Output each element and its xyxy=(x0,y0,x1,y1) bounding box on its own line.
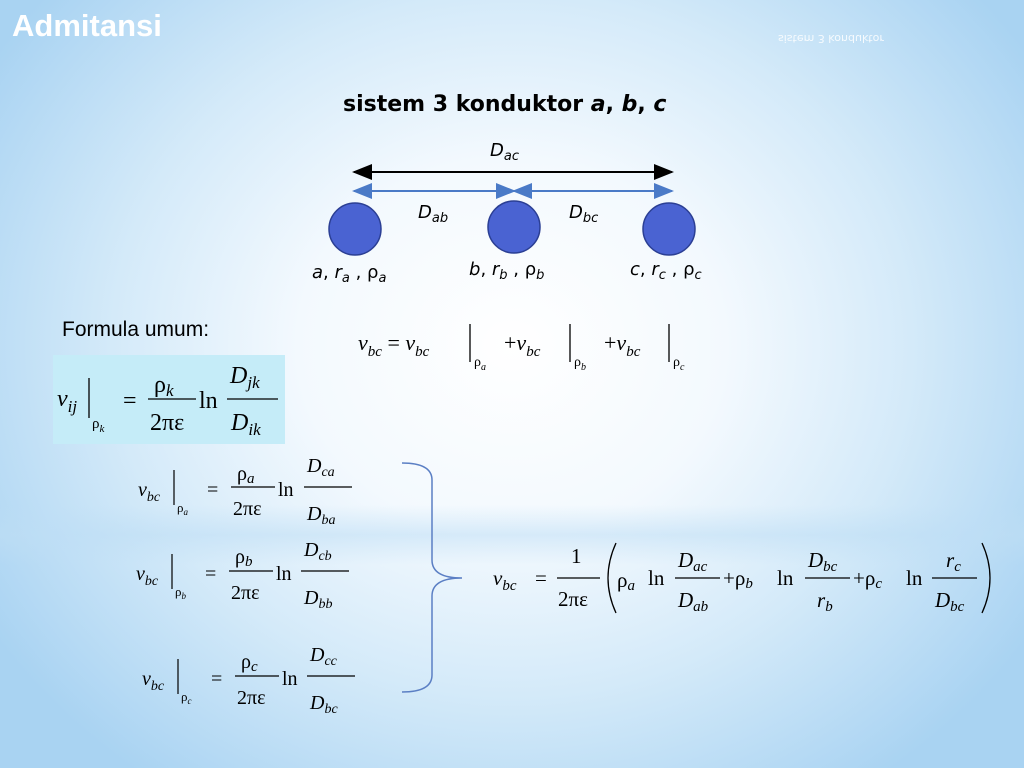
svg-text:vij: vij xyxy=(57,386,77,416)
svg-text:=: = xyxy=(123,388,137,414)
svg-text:=: = xyxy=(211,668,222,690)
svg-text:2πε: 2πε xyxy=(237,687,266,709)
superposition-formula: vbc = vbc ρa +vbc ρb +vbc ρc xyxy=(358,324,685,373)
conductor-b xyxy=(487,200,541,254)
svg-text:Dbc: Dbc xyxy=(807,548,838,575)
svg-text:ρc: ρc xyxy=(241,651,258,675)
svg-text:ρb: ρb xyxy=(175,584,187,601)
svg-text:ln: ln xyxy=(199,388,218,414)
svg-text:vbc: vbc xyxy=(138,479,161,505)
svg-text:vbc: vbc xyxy=(493,566,517,594)
svg-text:+vbc: +vbc xyxy=(504,330,541,360)
svg-text:ρk: ρk xyxy=(92,416,106,435)
label-dbc: Dbc xyxy=(569,202,599,226)
svg-text:+ρc: +ρc xyxy=(853,566,882,592)
svg-text:Dba: Dba xyxy=(306,503,335,528)
heading: sistem 3 konduktor a, b, c xyxy=(343,92,667,117)
svg-text:ρc: ρc xyxy=(181,689,192,706)
svg-text:1: 1 xyxy=(571,544,582,568)
svg-text:+ρb: +ρb xyxy=(723,566,753,592)
svg-text:Djk: Djk xyxy=(229,363,260,392)
heading-var-c: c xyxy=(653,92,667,117)
svg-text:2πε: 2πε xyxy=(558,587,588,611)
svg-text:ln: ln xyxy=(648,566,665,590)
svg-text:ρb: ρb xyxy=(574,355,586,373)
conductor-c xyxy=(642,202,696,256)
general-formula: vij ρk = ρk 2πε ln Djk Dik xyxy=(57,363,278,439)
svg-text:2πε: 2πε xyxy=(150,410,184,436)
svg-text:2πε: 2πε xyxy=(233,498,262,520)
svg-text:=: = xyxy=(535,566,547,590)
label-dac: Dac xyxy=(490,140,519,164)
svg-text:Dcb: Dcb xyxy=(303,539,332,564)
svg-text:ln: ln xyxy=(276,563,292,585)
svg-text:Dac: Dac xyxy=(677,548,708,575)
svg-text:ln: ln xyxy=(278,479,294,501)
svg-text:ρc: ρc xyxy=(673,355,685,373)
svg-text:vbc = vbc: vbc = vbc xyxy=(358,330,430,360)
svg-text:Dca: Dca xyxy=(306,455,335,480)
svg-text:=: = xyxy=(205,563,216,585)
svg-text:=: = xyxy=(207,479,218,501)
svg-text:ρa: ρa xyxy=(177,500,189,517)
svg-text:Dbc: Dbc xyxy=(309,692,338,717)
svg-text:rc: rc xyxy=(946,548,961,575)
slide-title: Admitansi xyxy=(12,8,162,43)
conductor-a xyxy=(328,202,382,256)
svg-text:Dbc: Dbc xyxy=(934,588,965,615)
svg-text:Dcc: Dcc xyxy=(309,644,338,669)
heading-text: sistem 3 konduktor xyxy=(343,92,584,117)
equation-rho-b: vbc ρb = ρb 2πε ln Dcb Dbb xyxy=(136,539,349,612)
heading-var-a: a xyxy=(590,92,606,117)
label-conductor-a: a, ra , ρa xyxy=(312,262,387,286)
summation-brace xyxy=(401,462,463,693)
svg-text:ρa: ρa xyxy=(617,568,635,594)
svg-text:ln: ln xyxy=(777,566,794,590)
label-dab: Dab xyxy=(418,202,449,226)
equation-rho-a: vbc ρa = ρa 2πε ln Dca Dba xyxy=(138,455,352,528)
svg-text:2πε: 2πε xyxy=(231,582,260,604)
svg-text:Dbb: Dbb xyxy=(303,587,332,612)
formula-label: Formula umum: xyxy=(62,318,210,341)
result-formula: vbc = 1 2πε ρa ln Dac Dab +ρb ln Dbc rb … xyxy=(493,542,991,615)
equation-rho-c: vbc ρc = ρc 2πε ln Dcc Dbc xyxy=(142,644,355,717)
svg-text:vbc: vbc xyxy=(142,668,165,694)
svg-text:ln: ln xyxy=(906,566,923,590)
svg-text:+vbc: +vbc xyxy=(604,330,641,360)
svg-text:Dab: Dab xyxy=(677,588,709,615)
svg-text:Dik: Dik xyxy=(230,410,261,439)
svg-text:ρb: ρb xyxy=(235,546,253,570)
svg-text:vbc: vbc xyxy=(136,563,159,589)
svg-text:ln: ln xyxy=(282,668,298,690)
background-band xyxy=(0,505,1024,565)
conductor-diagram xyxy=(328,164,696,256)
label-conductor-c: c, rc , ρc xyxy=(630,259,702,283)
label-conductor-b: b, rb , ρb xyxy=(469,259,545,283)
svg-text:ρa: ρa xyxy=(474,355,486,373)
heading-var-b: b xyxy=(621,92,638,117)
svg-text:ρa: ρa xyxy=(237,463,254,487)
svg-text:ρk: ρk xyxy=(154,372,174,400)
svg-text:rb: rb xyxy=(817,588,833,615)
